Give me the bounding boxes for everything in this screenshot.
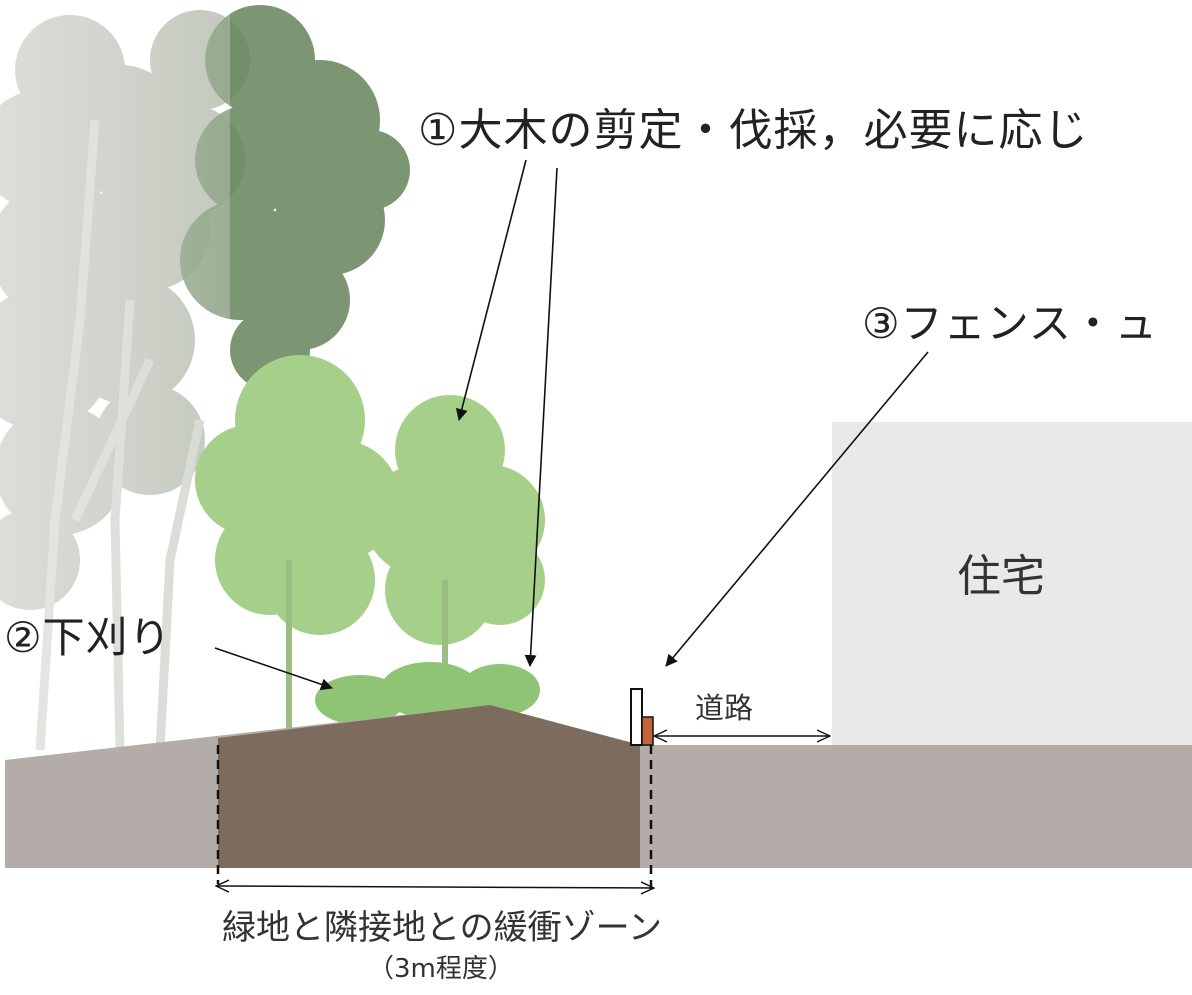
pruning-arrow-to-shrub [524, 167, 558, 667]
fence-label: ③フェンス・ュ [862, 299, 1158, 348]
mowing-arrow [214, 647, 333, 691]
house-block [832, 422, 1192, 745]
undergrowth-shrubs [315, 662, 540, 725]
buffer-width-label: （3m程度） [368, 954, 514, 984]
road-label: 道路 [695, 691, 754, 725]
fence-post-icon [630, 688, 654, 746]
fence-arrow [665, 351, 929, 667]
mowing-label: ②下刈り [4, 613, 172, 662]
pruning-label: ①大木の剪定・伐採，必要に応じ [418, 105, 1089, 156]
buffer-width-arrow [216, 886, 654, 888]
buffer-zone-label: 緑地と隣接地との緩衝ゾーン [222, 908, 662, 948]
house-label: 住宅 [957, 551, 1045, 602]
pruning-arrow-to-tree [455, 159, 527, 421]
young-trees [195, 355, 545, 730]
buffer-zone-soil [218, 705, 640, 868]
background-forest [0, 0, 410, 760]
